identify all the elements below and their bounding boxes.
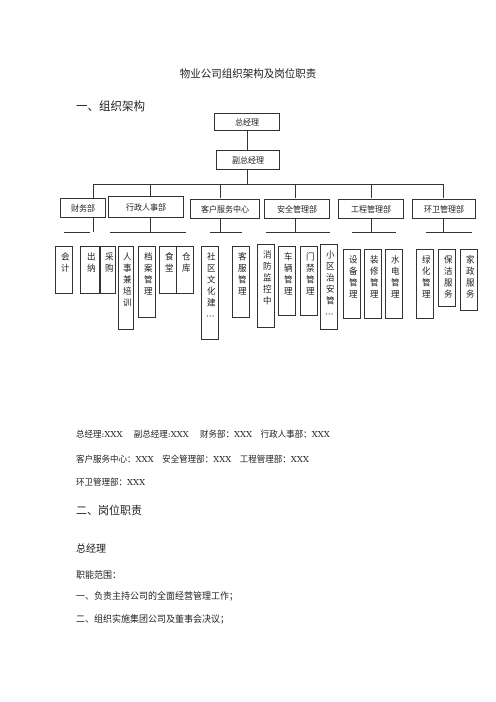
org-post-customer-service-mgmt: 客服管理	[232, 246, 250, 318]
connector	[352, 232, 396, 233]
org-post-hr-training: 人事兼培训	[118, 246, 134, 330]
org-post-cashier: 出纳	[80, 246, 100, 294]
org-post-warehouse: 仓库	[176, 246, 194, 294]
org-post-renovation-mgmt: 装修管理	[364, 249, 382, 319]
org-box-dept-finance: 财务部	[60, 198, 106, 218]
org-post-equipment-mgmt: 设备管理	[343, 249, 361, 319]
connector	[210, 232, 242, 233]
connector	[150, 218, 151, 232]
connector	[64, 232, 90, 233]
connector	[426, 232, 472, 233]
org-post-utilities-mgmt: 水电管理	[385, 249, 403, 319]
org-post-archives: 档案管理	[138, 246, 156, 318]
org-post-access-control: 门禁管理	[300, 246, 318, 316]
duty-item-2: 二、组织实施集团公司及董事会决议；	[76, 615, 230, 625]
staff-line-1: 总经理:XXX 副总经理:XXX 财务部：XXX 行政人事部：XXX	[76, 430, 330, 440]
connector	[295, 184, 296, 198]
staff-line-2: 客户服务中心：XXX 安全管理部：XXX 工程管理部：XXX	[76, 455, 309, 465]
org-box-dept-customer-service: 客户服务中心	[190, 199, 260, 219]
org-post-fire-monitoring: 消防监控中	[257, 244, 275, 328]
connector	[110, 232, 186, 233]
org-box-dept-security: 安全管理部	[264, 199, 330, 219]
duty-item-1: 一、负责主持公司的全面经营管理工作；	[76, 592, 239, 602]
document-title: 物业公司组织架构及岗位职责	[179, 68, 317, 80]
org-post-purchasing: 采购	[100, 246, 116, 294]
org-post-community-security: 小区治安管…	[320, 244, 338, 330]
connector	[295, 218, 296, 232]
connector	[220, 218, 221, 232]
connector	[443, 184, 444, 198]
connector	[93, 184, 94, 198]
section-heading-duties: 二、岗位职责	[76, 504, 142, 517]
connector	[443, 218, 444, 232]
staff-line-3: 环卫管理部：XXX	[76, 478, 146, 488]
org-post-housekeeping-service: 家政服务	[460, 249, 478, 311]
department-bus	[93, 184, 443, 185]
org-box-dept-admin-hr: 行政人事部	[108, 196, 184, 218]
connector-top-deputy	[247, 130, 248, 150]
org-box-dept-sanitation: 环卫管理部	[412, 199, 476, 219]
role-heading: 总经理	[76, 544, 106, 555]
connector	[266, 232, 330, 233]
scope-label: 职能范围：	[76, 571, 122, 581]
connector	[93, 218, 94, 232]
connector	[220, 184, 221, 198]
org-post-community-culture: 社区文化建…	[201, 246, 219, 340]
connector	[371, 184, 372, 198]
org-box-deputy-manager: 副总经理	[216, 150, 280, 170]
org-post-cleaning-service: 保洁服务	[438, 249, 456, 307]
connector-deputy-bus	[247, 170, 248, 184]
connector	[371, 218, 372, 232]
org-post-vehicle-mgmt: 车辆管理	[278, 246, 296, 316]
section-heading-org: 一、组织架构	[76, 99, 145, 113]
org-post-landscaping-mgmt: 绿化管理	[416, 249, 434, 319]
org-post-accountant: 会计	[55, 246, 73, 294]
org-post-canteen: 食堂	[159, 246, 177, 294]
org-box-dept-engineering: 工程管理部	[338, 199, 404, 219]
org-box-general-manager: 总经理	[214, 113, 280, 131]
connector	[150, 184, 151, 198]
